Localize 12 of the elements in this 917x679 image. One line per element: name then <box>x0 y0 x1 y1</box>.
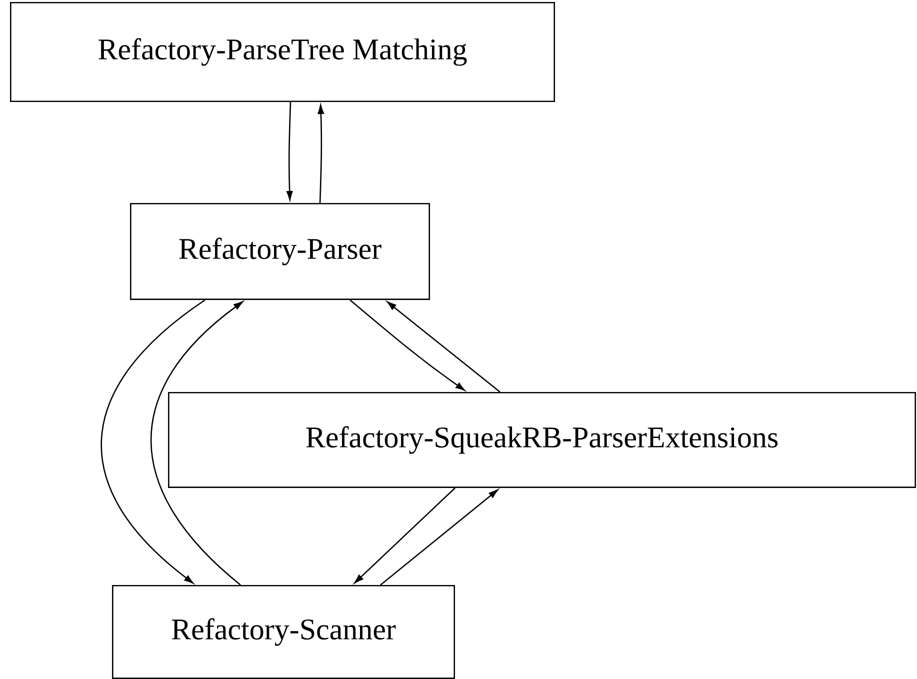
package-box: Refactory-SqueakRB-ParserExtensions <box>168 392 916 488</box>
package-box: Refactory-Scanner <box>112 584 455 679</box>
arrow <box>354 488 456 584</box>
arrow <box>286 102 293 200</box>
arrow <box>150 301 243 586</box>
arrow <box>318 104 324 203</box>
package-box: Refactory-ParseTree Matching <box>10 2 555 102</box>
arrow <box>350 299 465 391</box>
arrow <box>100 299 206 584</box>
package-box: Refactory-Parser <box>130 202 430 300</box>
arrow <box>380 489 498 586</box>
arrow <box>387 301 500 392</box>
